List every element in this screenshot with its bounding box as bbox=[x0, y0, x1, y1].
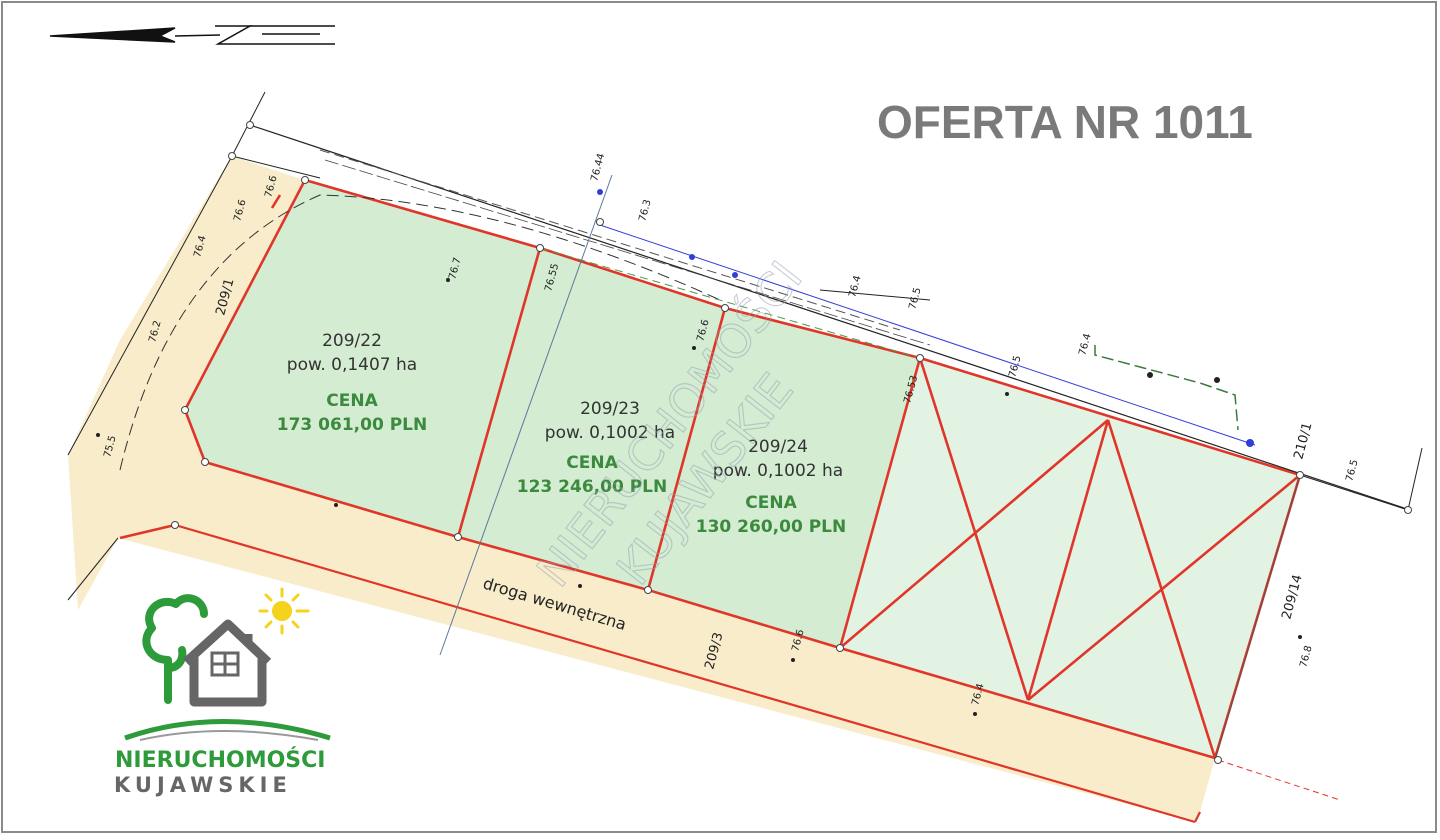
plot-id: 209/22 bbox=[322, 331, 382, 351]
logo-name: NIERUCHOMOŚCI bbox=[115, 747, 325, 773]
plot-label-209-22: 209/22 pow. 0,1407 ha CENA 173 061,00 PL… bbox=[277, 331, 427, 435]
offer-title: OFERTA NR 1011 bbox=[877, 96, 1253, 148]
plot-area: pow. 0,1002 ha bbox=[545, 423, 675, 443]
plot-209-24[interactable] bbox=[648, 308, 920, 648]
plot-price: 130 260,00 PLN bbox=[696, 517, 846, 537]
logo-swoosh-gray bbox=[139, 730, 319, 741]
height-label: 76.4 bbox=[847, 274, 863, 298]
height-label: 76.5 bbox=[1344, 458, 1360, 482]
tree-icon bbox=[142, 594, 208, 704]
road-area bbox=[68, 156, 1215, 822]
parcel-label: 209/14 bbox=[1279, 573, 1305, 621]
height-label: 76.4 bbox=[1077, 332, 1093, 356]
height-label: 76.8 bbox=[1298, 644, 1314, 668]
logo-swoosh bbox=[124, 719, 331, 741]
survey-lines bbox=[67, 91, 1423, 801]
road-strip-bottom bbox=[118, 462, 1215, 822]
plot-price: 123 246,00 PLN bbox=[517, 477, 667, 497]
height-label: 76.3 bbox=[637, 198, 653, 222]
plot-area: pow. 0,1002 ha bbox=[713, 461, 843, 481]
plot-area: pow. 0,1407 ha bbox=[287, 355, 417, 375]
price-label: CENA bbox=[745, 493, 797, 513]
plot-209-23[interactable] bbox=[458, 248, 725, 590]
window-icon bbox=[210, 651, 240, 677]
north-arrow-icon bbox=[49, 25, 335, 45]
sun-icon bbox=[258, 587, 310, 635]
house-icon bbox=[182, 619, 272, 707]
height-label: 76.44 bbox=[589, 152, 607, 183]
plot-209-22[interactable] bbox=[185, 180, 540, 537]
plot-label-209-23: 209/23 pow. 0,1002 ha CENA 123 246,00 PL… bbox=[517, 399, 675, 497]
plot-id: 209/24 bbox=[748, 437, 808, 457]
plot-label-209-24: 209/24 pow. 0,1002 ha CENA 130 260,00 PL… bbox=[696, 437, 846, 537]
height-label: 76.5 bbox=[907, 286, 923, 310]
survey-dots bbox=[96, 189, 1302, 716]
plot-id: 209/23 bbox=[580, 399, 640, 419]
parcel-label: 210/1 bbox=[1291, 421, 1315, 461]
survey-points bbox=[171, 121, 1412, 764]
price-label: CENA bbox=[566, 453, 618, 473]
price-label: CENA bbox=[326, 391, 378, 411]
plots bbox=[185, 180, 1300, 758]
plot-other bbox=[840, 358, 1300, 758]
road-strip-left bbox=[68, 156, 310, 610]
logo: NIERUCHOMOŚCI KUJAWSKIE bbox=[114, 587, 331, 797]
logo-subname: KUJAWSKIE bbox=[114, 773, 292, 797]
plot-price: 173 061,00 PLN bbox=[277, 415, 427, 435]
